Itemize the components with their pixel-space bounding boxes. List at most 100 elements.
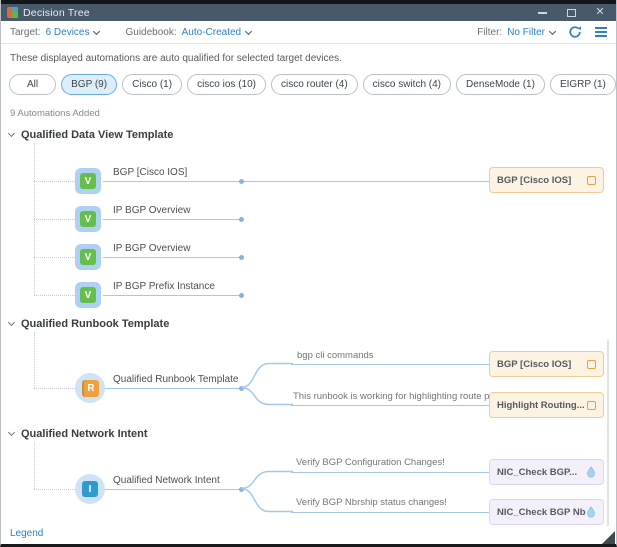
tree-guide-connector (34, 388, 75, 389)
target-chip-label: NIC_Check BGP Nbr... (497, 506, 586, 518)
data-view-item-icon[interactable]: V (75, 168, 101, 194)
item-label[interactable]: Qualified Runbook Template (113, 374, 239, 385)
tree-connector-line (291, 363, 489, 365)
item-label[interactable]: IP BGP Overview (113, 205, 191, 216)
section-title: Qualified Runbook Template (21, 318, 170, 330)
collapse-chevron-icon (7, 428, 16, 437)
tree-guide-line (34, 332, 35, 388)
data-view-item-icon[interactable]: V (75, 206, 101, 232)
item-label[interactable]: Qualified Network Intent (113, 475, 220, 486)
branch-fork (241, 470, 293, 513)
filter-chip-row: All BGP (9) Cisco (1) cisco ios (10) cis… (9, 74, 616, 95)
filter-chip-cisco-ios[interactable]: cisco ios (10) (187, 74, 266, 95)
target-chip-bgp-cisco-ios[interactable]: BGP [Cisco IOS] (489, 167, 604, 193)
window-controls: ✕ (536, 7, 610, 19)
target-value: 6 Devices (45, 26, 90, 38)
content-area: These displayed automations are auto qua… (1, 44, 616, 544)
droplet-icon (587, 466, 595, 478)
data-view-badge-icon (587, 175, 596, 185)
tree-guide-connector (34, 219, 75, 220)
tree-connector-line (291, 471, 489, 473)
target-chip-nic-check-bgp[interactable]: NIC_Check BGP... (489, 459, 604, 485)
tree-connector-line (105, 488, 241, 490)
branch-fork (241, 362, 293, 406)
tree-guide-connector (34, 489, 75, 490)
dataview-v-icon: V (80, 211, 96, 227)
branch-text: Verify BGP Configuration Changes! (296, 457, 445, 468)
filter-value: No Filter (507, 26, 545, 38)
chevron-down-icon (93, 27, 101, 35)
dataview-v-icon: V (80, 173, 96, 189)
refresh-icon (569, 26, 581, 38)
description-text: These displayed automations are auto qua… (10, 53, 342, 64)
title-bar: Decision Tree ✕ (1, 0, 616, 21)
maximize-icon (566, 8, 576, 17)
filter-chip-cisco-router[interactable]: cisco router (4) (270, 74, 358, 95)
tree-connector-dot (239, 216, 244, 222)
guidebook-value: Auto-Created (181, 26, 242, 38)
guidebook-label: Guidebook: (125, 26, 177, 38)
tree-connector-line (103, 218, 241, 220)
section-header-network-intent[interactable]: Qualified Network Intent (7, 428, 148, 440)
toolbar: Target: 6 Devices Guidebook: Auto-Create… (1, 21, 616, 44)
section-header-runbook[interactable]: Qualified Runbook Template (7, 318, 170, 330)
tree-connector-line (103, 294, 241, 296)
minimize-button[interactable] (536, 7, 548, 19)
legend-link[interactable]: Legend (10, 528, 44, 539)
tree-guide-connector (34, 257, 75, 258)
collapse-chevron-icon (7, 129, 16, 138)
tree-connector-line (105, 387, 241, 389)
network-intent-item-icon[interactable]: I (75, 474, 105, 504)
target-label: Target: (10, 26, 41, 38)
runbook-item-icon[interactable]: R (75, 373, 105, 403)
filter-label: Filter: (477, 26, 503, 38)
minimize-icon (537, 11, 547, 14)
tree-connector-line (291, 404, 489, 406)
maximize-button[interactable] (565, 7, 577, 19)
target-chip-nic-check-bgp-nbr[interactable]: NIC_Check BGP Nbr... (489, 499, 604, 525)
chevron-down-icon (548, 27, 557, 35)
item-label[interactable]: IP BGP Overview (113, 243, 191, 254)
target-chip-highlight-routing[interactable]: Highlight Routing... (489, 392, 604, 418)
close-button[interactable]: ✕ (595, 6, 605, 18)
tree-connector-dot (239, 254, 244, 260)
section-header-data-view[interactable]: Qualified Data View Template (7, 129, 174, 141)
item-label[interactable]: IP BGP Prefix Instance (113, 281, 215, 292)
section-title: Qualified Network Intent (21, 428, 148, 440)
section-title: Qualified Data View Template (21, 129, 174, 141)
dataview-v-icon: V (80, 249, 96, 265)
data-view-item-icon[interactable]: V (75, 244, 101, 270)
tree-guide-line (34, 442, 35, 489)
menu-button[interactable] (595, 27, 607, 37)
filter-chip-bgp[interactable]: BGP (9) (61, 74, 118, 95)
app-icon (7, 7, 18, 18)
data-view-badge-icon (587, 400, 596, 410)
scrollbar[interactable] (607, 340, 609, 526)
guidebook-group: Guidebook: Auto-Created (125, 26, 253, 38)
collapse-chevron-icon (7, 318, 16, 327)
tree-guide-connector (34, 181, 75, 182)
filter-chip-all[interactable]: All (9, 74, 57, 95)
guidebook-dropdown[interactable]: Auto-Created (181, 26, 253, 38)
filter-dropdown[interactable]: No Filter (507, 26, 557, 38)
target-chip-bgp-cisco-ios[interactable]: BGP [Cisco IOS] (489, 351, 604, 377)
filter-chip-densemode[interactable]: DenseMode (1) (456, 74, 545, 95)
refresh-button[interactable] (568, 25, 582, 39)
target-dropdown[interactable]: 6 Devices (45, 26, 101, 38)
chevron-down-icon (245, 27, 253, 35)
target-chip-label: BGP [Cisco IOS] (497, 174, 572, 186)
data-view-badge-icon (587, 359, 596, 369)
branch-text: Verify BGP Nbrship status changes! (296, 497, 447, 508)
resize-grip[interactable] (602, 531, 615, 544)
filter-chip-eigrp[interactable]: EIGRP (1) (549, 74, 616, 95)
target-chip-label: Highlight Routing... (497, 399, 585, 411)
item-label[interactable]: BGP [Cisco IOS] (113, 167, 188, 178)
filter-chip-cisco[interactable]: Cisco (1) (122, 74, 183, 95)
dataview-v-icon: V (80, 287, 96, 303)
data-view-item-icon[interactable]: V (75, 282, 101, 308)
tree-guide-connector (34, 295, 75, 296)
filter-group: Filter: No Filter (477, 26, 557, 38)
tree-connector-dot (239, 178, 244, 184)
filter-chip-cisco-switch[interactable]: cisco switch (4) (362, 74, 452, 95)
